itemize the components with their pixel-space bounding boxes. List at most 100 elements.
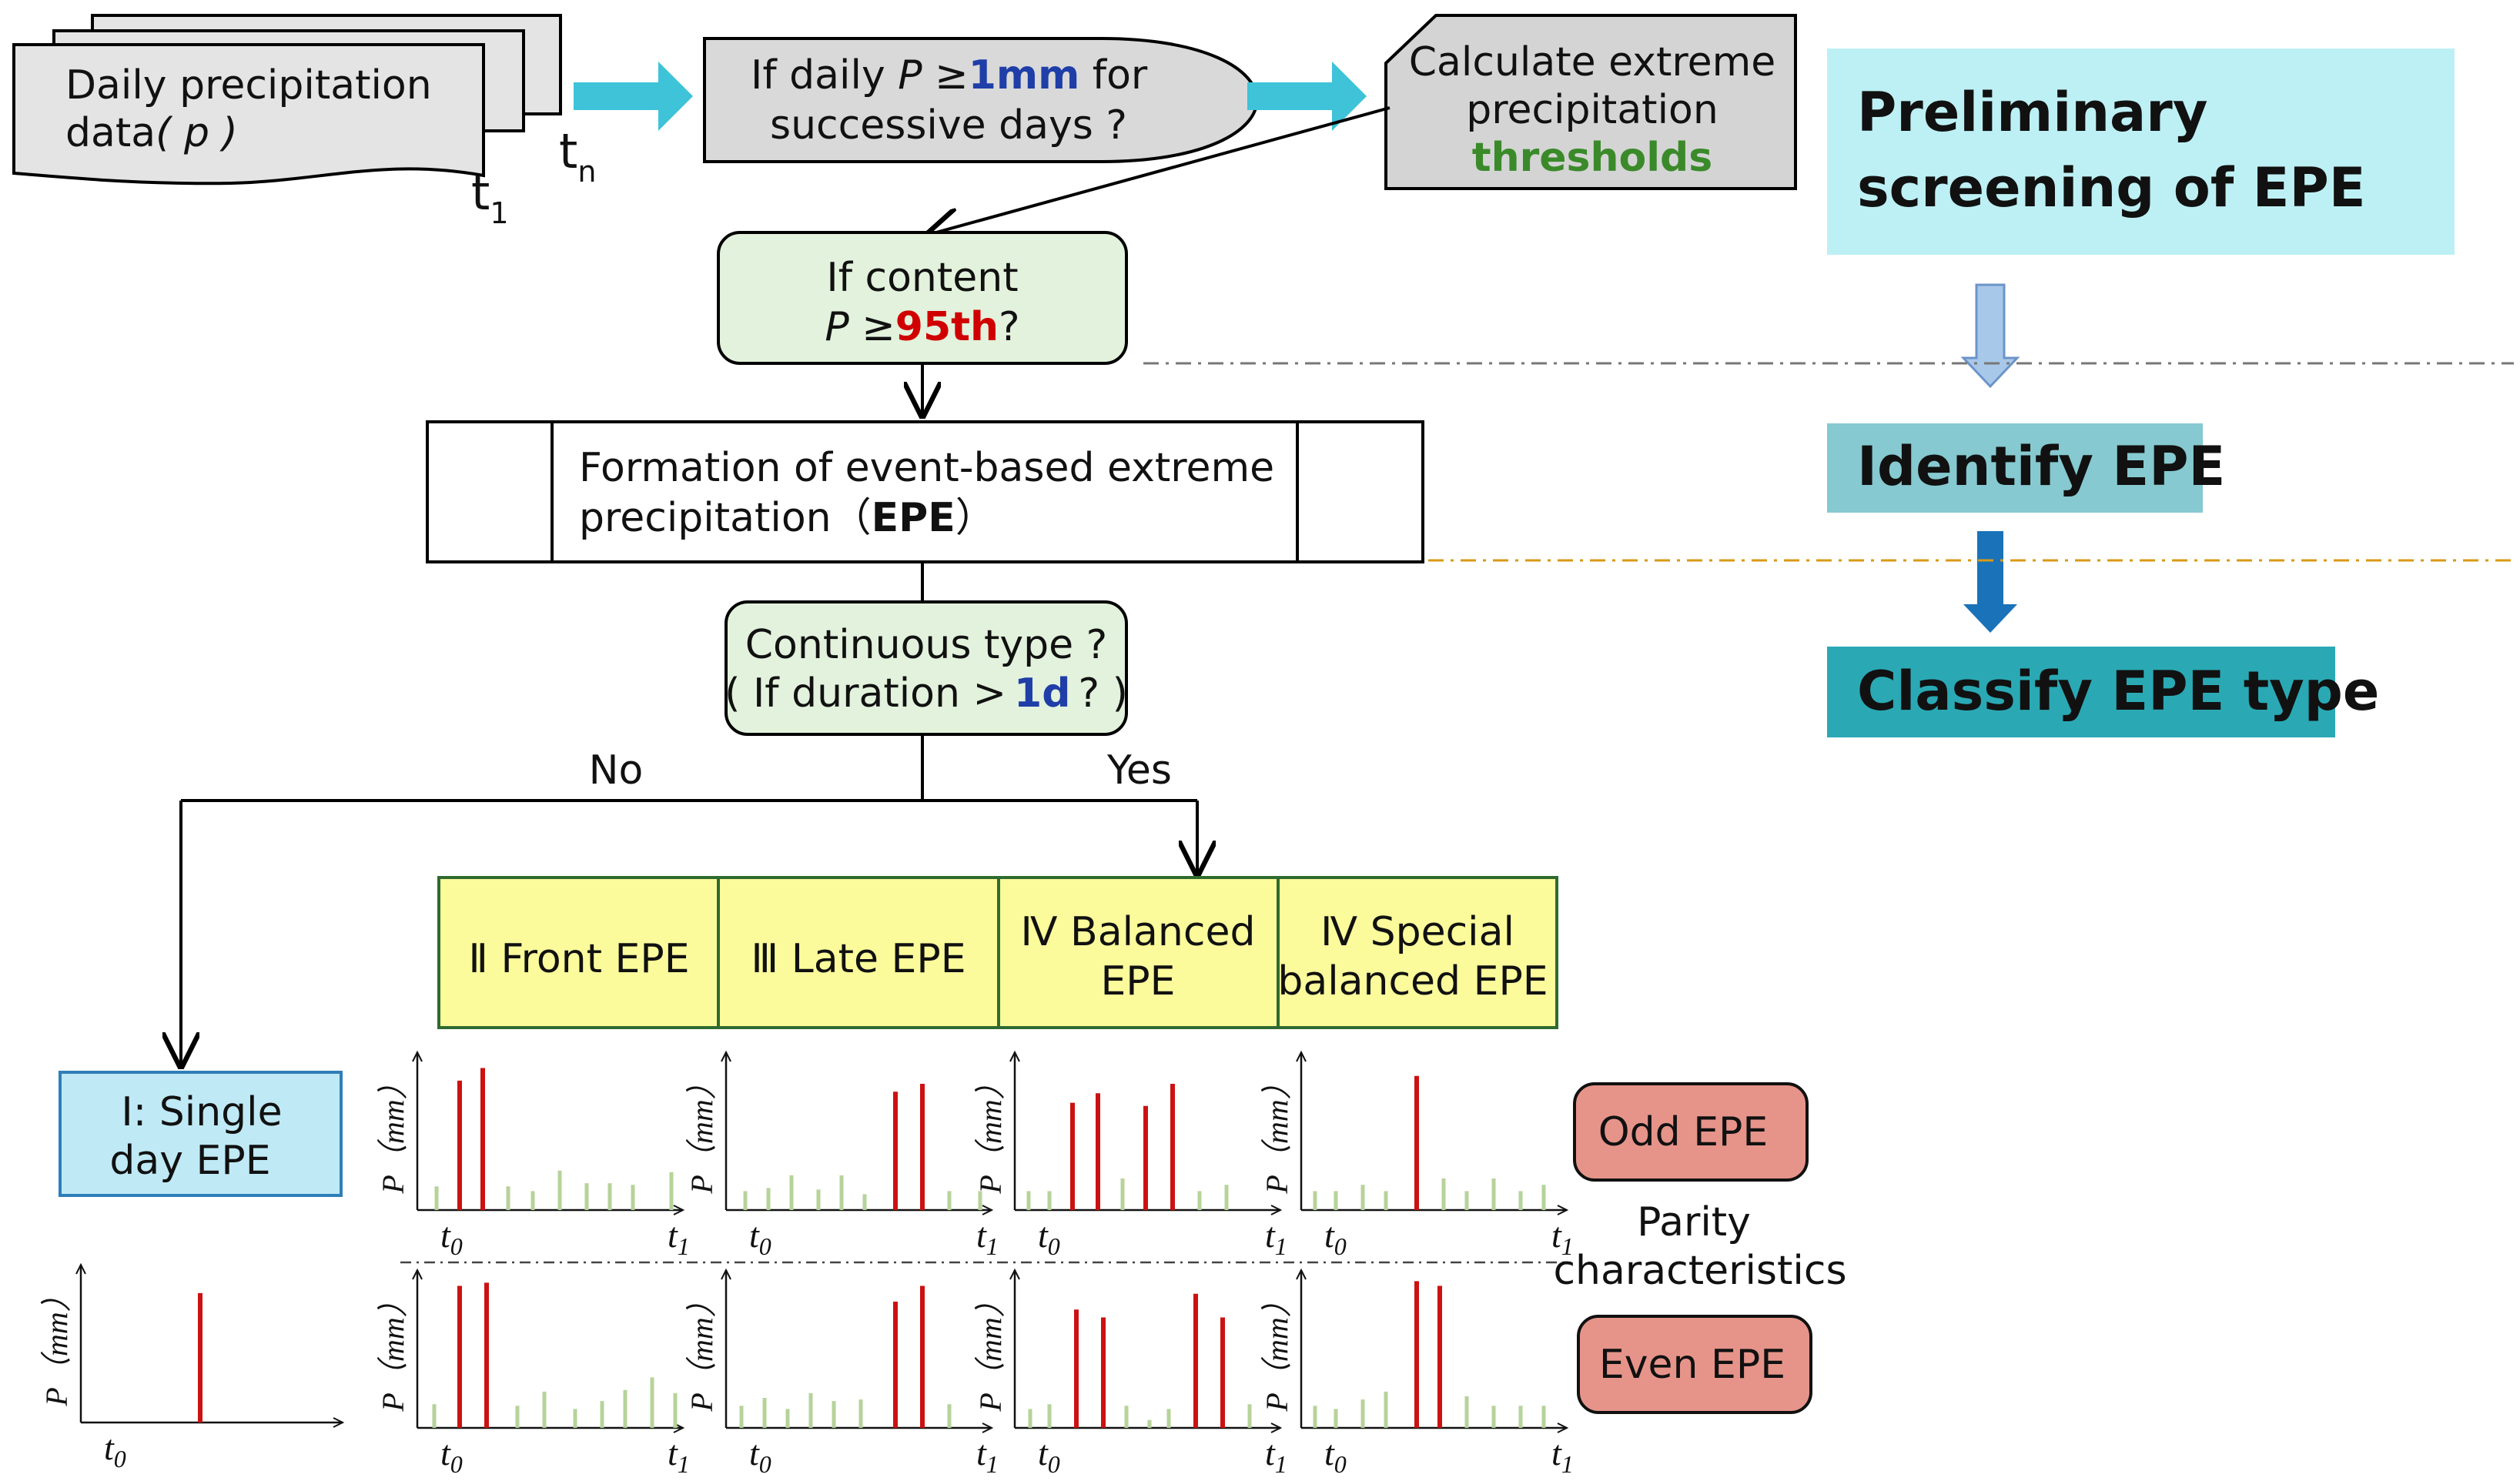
stage-classify-label: Classify EPE type [1857, 660, 2379, 723]
if-content-line1: If content [826, 255, 1018, 301]
chart-single: P（mm）t0 [39, 1262, 345, 1473]
t1-label: t1 [668, 1215, 690, 1260]
t1-label: t1 [1551, 1433, 1574, 1478]
tn-label: t [559, 123, 577, 179]
if-daily-text: If daily [751, 52, 898, 99]
calc-line2: precipitation [1466, 87, 1718, 133]
odd-epe-label: Odd EPE [1598, 1109, 1769, 1155]
single-line1: Ⅰ: Single [121, 1089, 282, 1135]
continuous-1d: 1d [1014, 670, 1070, 717]
x-axis-arrowhead [1270, 1422, 1283, 1433]
x-axis-arrowhead [1270, 1205, 1283, 1215]
tn-subscript: n [577, 155, 596, 189]
y-axis-arrowhead [721, 1050, 731, 1062]
if-daily-threshold: 1mm [969, 52, 1080, 99]
single-line2: day EPE [109, 1138, 270, 1184]
t1-label: t1 [976, 1215, 999, 1260]
t1-label: t1 [668, 1433, 690, 1478]
y-axis-label: P（mm） [684, 1068, 719, 1194]
y-axis-label: P（mm） [1260, 1068, 1294, 1194]
type-special-line2: balanced EPE [1277, 958, 1548, 1005]
x-axis-arrowhead [982, 1205, 994, 1215]
if-content-p: P [825, 304, 849, 350]
y-axis-label: P（mm） [376, 1068, 410, 1194]
data-label-p: ( p ) [156, 110, 238, 156]
type-balanced-line2: EPE [1100, 958, 1175, 1005]
parity-legend: Odd EPE Parity characteristics Even EPE [1553, 1082, 1847, 1414]
if-content-95th: 95th [895, 304, 999, 350]
x-axis-arrowhead [1557, 1205, 1569, 1215]
if-content-q: ? [999, 304, 1020, 350]
svg-text:P ≥95th?: P ≥95th? [825, 304, 1019, 350]
continuous-line1: Continuous type ? [745, 622, 1108, 668]
t0-label: t0 [749, 1215, 771, 1260]
x-axis-arrowhead [1557, 1422, 1569, 1433]
formation-close: ） [955, 495, 996, 541]
if-content-ge: ≥ [849, 304, 895, 350]
chart-late-odd: P（mm） t0 t1 [684, 1050, 999, 1260]
y-axis-label: P（mm） [684, 1286, 719, 1412]
y-axis-label: P（mm） [973, 1286, 1008, 1412]
branch-yes-label: Yes [1106, 747, 1172, 794]
calc-to-content-arrow [928, 106, 1391, 235]
precipitation-data-docs: Daily precipitation data( p ) t1 tn [12, 14, 596, 230]
calc-line1: Calculate extreme [1409, 39, 1776, 85]
formation-box: Formation of event-based extreme precipi… [426, 420, 1424, 563]
if-daily-ge: ≥ [922, 52, 969, 99]
data-label-line2: data [65, 110, 156, 156]
t0-label: t0 [1038, 1215, 1060, 1260]
stage-classify-box [1827, 647, 2335, 737]
type-balanced-line1: Ⅳ Balanced [1021, 909, 1256, 955]
t1-subscript: 1 [490, 196, 508, 230]
t1-label: t1 [1551, 1215, 1574, 1260]
formation-line1: Formation of event-based extreme [579, 445, 1274, 491]
t0-label: t0 [440, 1433, 463, 1478]
t1-label: t1 [1265, 1215, 1287, 1260]
continuous-line2: ( If duration > [725, 670, 1006, 717]
if-daily-for: for [1079, 52, 1148, 99]
chart-special-odd: P（mm） t0 t1 [1260, 1050, 1574, 1260]
y-axis-label: P（mm） [376, 1286, 410, 1412]
y-axis-arrowhead [721, 1268, 731, 1280]
svg-text:( If duration >1d? ): ( If duration >1d? ) [725, 670, 1128, 717]
stage-identify-label: Identify EPE [1857, 435, 2225, 498]
even-epe-pill [1577, 1315, 1812, 1414]
stage-column: Preliminary screening of EPE Identify EP… [1827, 48, 2455, 737]
t1-label: t [471, 165, 490, 221]
t1-label: t1 [976, 1433, 999, 1478]
svg-text:t1: t1 [471, 165, 509, 230]
if-content-box: If content P ≥95th? [717, 231, 1128, 365]
chart-balanced-even: P（mm） t0 t1 [973, 1268, 1287, 1478]
flow-arrow-1 [574, 62, 693, 131]
chart-balanced-odd: P（mm） t0 t1 [973, 1050, 1287, 1260]
parity-label-line1: Parity [1637, 1199, 1751, 1245]
chart-front-even: P（mm） t0 t1 [376, 1268, 690, 1478]
y-axis-arrowhead [1009, 1050, 1020, 1062]
stage-preliminary-line2: screening of EPE [1857, 156, 2366, 219]
continuous-close: ? ) [1078, 670, 1127, 717]
calc-thresholds-box: Calculate extreme precipitation threshol… [1384, 14, 1797, 190]
y-axis-arrowhead [1296, 1268, 1307, 1280]
svg-text:precipitation（EPE）: precipitation（EPE） [579, 495, 996, 541]
type-boxes: Ⅱ Front EPE Ⅲ Late EPE Ⅳ Balanced EPE Ⅳ … [437, 876, 1558, 1029]
branch-no-label: No [589, 747, 644, 794]
svg-text:data( p ): data( p ) [65, 110, 238, 156]
svg-text:tn: tn [559, 123, 596, 189]
odd-epe-pill [1573, 1082, 1809, 1182]
if-daily-p: P [898, 52, 922, 99]
t0-label: t0 [1324, 1215, 1347, 1260]
t0-label: t0 [1038, 1433, 1060, 1478]
stage-down-arrow-2 [1963, 531, 2017, 633]
t0-label: t0 [104, 1428, 126, 1473]
y-axis-label: P（mm） [973, 1068, 1008, 1194]
type-late-epe: Ⅲ Late EPE [751, 936, 965, 982]
y-axis-arrowhead [412, 1050, 423, 1062]
data-label-line1: Daily precipitation [65, 62, 432, 109]
svg-text:Daily precipitation: Daily precipitation [65, 62, 432, 109]
y-axis-arrowhead [1009, 1268, 1020, 1280]
formation-epe: EPE [872, 495, 955, 541]
